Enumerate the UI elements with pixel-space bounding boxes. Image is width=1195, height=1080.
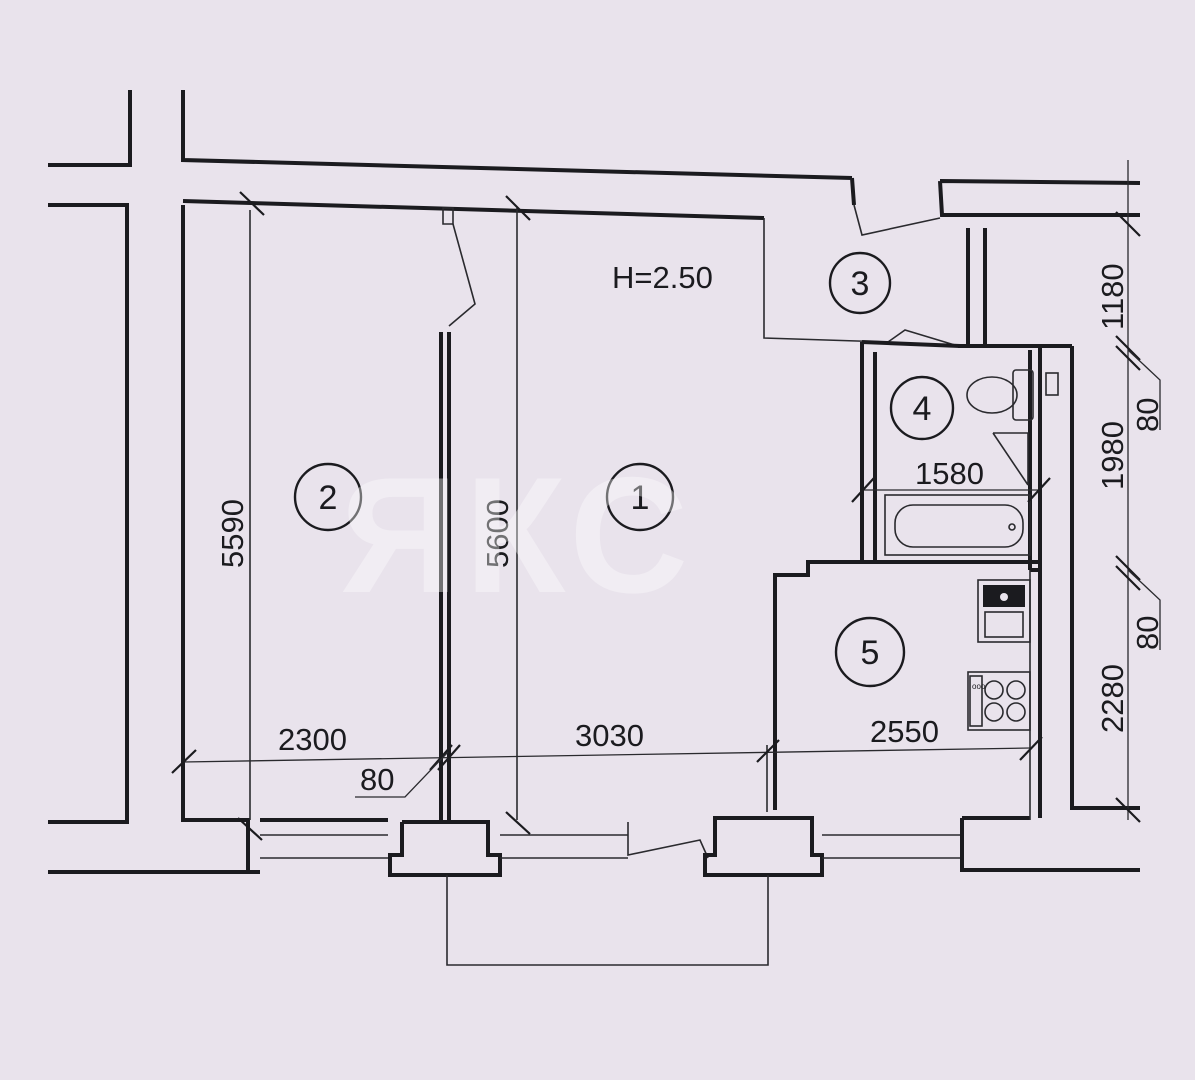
bath-diagonal — [992, 432, 1029, 486]
room-number: 4 — [913, 390, 932, 428]
dim-bath-width: 1580 — [915, 456, 984, 491]
dim-right-bottom: 2280 — [1095, 664, 1130, 733]
dim-room2-width: 2300 — [278, 722, 347, 757]
watermark-logo: ЯКС — [340, 443, 694, 627]
room-marker-2: 2 — [293, 462, 363, 532]
toilet-icon — [966, 369, 1059, 421]
room-marker-5: 5 — [834, 616, 906, 688]
room-marker-1: 1 — [605, 462, 675, 532]
room-number: 1 — [631, 479, 650, 517]
dim-right-top: 1180 — [1095, 263, 1130, 330]
room-marker-4: 4 — [889, 375, 955, 441]
room-marker-3: 3 — [828, 251, 892, 315]
room-number: 3 — [851, 265, 870, 303]
dimension-lines — [171, 160, 1161, 841]
svg-text:ooo: ooo — [972, 682, 986, 691]
dim-room1-depth: 5600 — [480, 499, 515, 568]
dim-right-wall-upper: 80 — [1130, 398, 1165, 432]
ceiling-height-label: H=2.50 — [612, 260, 713, 295]
dim-room2-depth: 5590 — [215, 499, 250, 568]
dim-right-wall-lower: 80 — [1130, 616, 1165, 650]
room-number: 2 — [319, 479, 338, 517]
dim-partition-thickness: 80 — [360, 762, 394, 797]
dim-right-middle: 1980 — [1095, 421, 1130, 490]
stove-icon: ooo — [967, 671, 1031, 731]
sink-icon — [977, 579, 1031, 643]
bathtub-icon — [884, 494, 1031, 556]
room-number: 5 — [861, 634, 880, 672]
dim-room5-width: 2550 — [870, 714, 939, 749]
dim-room1-width: 3030 — [575, 718, 644, 753]
